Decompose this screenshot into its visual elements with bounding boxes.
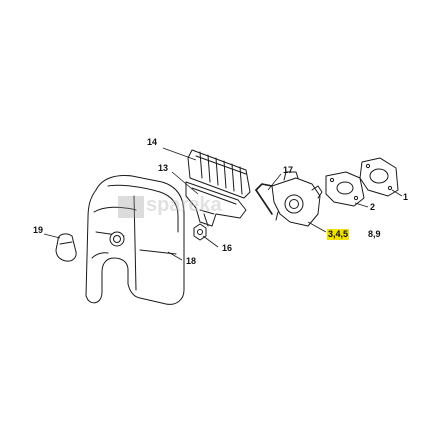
leader-16 xyxy=(202,235,219,248)
gasket-1-part xyxy=(359,157,399,197)
label-8-9: 8,9 xyxy=(368,229,381,239)
leader-19 xyxy=(43,233,61,239)
carburetor-part xyxy=(271,171,323,227)
label-16: 16 xyxy=(222,243,233,253)
knob-part xyxy=(55,233,77,262)
label-19: 19 xyxy=(33,225,44,235)
leader-345 xyxy=(307,221,327,233)
nut-part xyxy=(193,223,207,241)
label-14: 14 xyxy=(147,137,158,147)
label-17: 17 xyxy=(283,165,294,175)
air-filter-part xyxy=(187,149,251,199)
leader-lines xyxy=(43,147,403,261)
leader-18 xyxy=(167,251,183,261)
label-2: 2 xyxy=(370,202,376,212)
leader-1 xyxy=(391,189,403,197)
leader-14 xyxy=(162,147,197,161)
gasket-2-part xyxy=(325,171,365,207)
shroud-part xyxy=(85,175,185,305)
leader-13 xyxy=(171,171,199,195)
leader-17 xyxy=(267,173,282,191)
label-1: 1 xyxy=(403,192,409,202)
watermark-logo xyxy=(118,196,144,218)
watermark-text: spareka xyxy=(146,194,222,216)
leader-2 xyxy=(354,202,369,208)
label-3-4-5: 3,4,5 xyxy=(327,229,350,240)
label-18: 18 xyxy=(186,256,197,266)
rod-part xyxy=(255,183,273,215)
filter-base-part xyxy=(185,181,247,227)
label-13: 13 xyxy=(158,163,169,173)
